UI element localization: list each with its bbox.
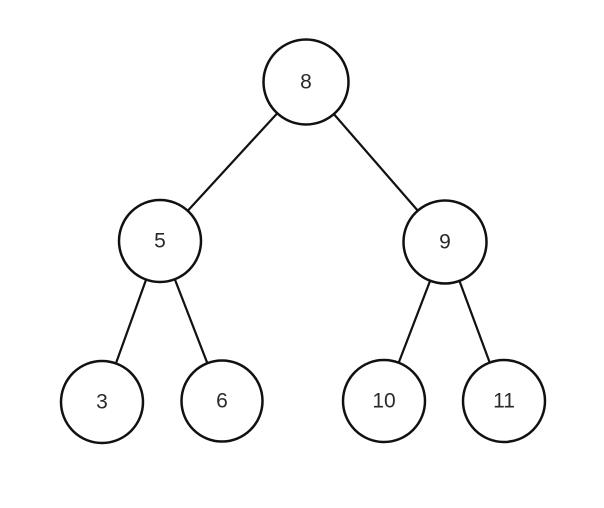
tree-node-label: 11 <box>493 390 515 413</box>
tree-node-9: 9 <box>402 199 488 285</box>
tree-node-label: 5 <box>154 230 166 253</box>
tree-node-label: 10 <box>372 390 395 413</box>
tree-node-10: 10 <box>341 358 427 444</box>
tree-node-circle <box>262 38 350 126</box>
tree-node-circle <box>59 359 145 445</box>
tree-node-label: 6 <box>216 390 228 413</box>
tree-node-6: 6 <box>180 359 264 443</box>
tree-node-5: 5 <box>117 198 203 284</box>
tree-node-8: 8 <box>262 38 350 126</box>
tree-nodes-layer: 8 5 9 3 6 10 11 <box>59 38 547 445</box>
tree-node-circle <box>402 199 488 285</box>
tree-node-label: 8 <box>300 71 312 94</box>
tree-node-circle <box>461 358 547 444</box>
tree-node-label: 9 <box>439 231 451 254</box>
tree-node-11: 11 <box>461 358 547 444</box>
tree-node-circle <box>180 359 264 443</box>
tree-node-circle <box>341 358 427 444</box>
tree-node-3: 3 <box>59 359 145 445</box>
tree-node-circle <box>117 198 203 284</box>
tree-node-label: 3 <box>96 391 108 414</box>
